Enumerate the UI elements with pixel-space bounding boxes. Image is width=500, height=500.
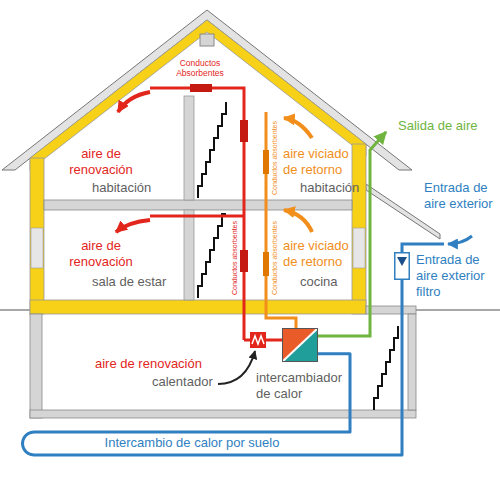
component-name-box: calentador <box>152 374 213 390</box>
room-name-box: habitación <box>92 180 151 196</box>
supply-arrow <box>118 92 150 112</box>
leader-arrow <box>218 351 255 384</box>
return-air-label-box: aire viciado de retorno <box>283 238 351 270</box>
node-shape <box>394 252 410 280</box>
heater-body <box>250 332 266 348</box>
warm-side <box>282 328 318 362</box>
return-arrow <box>284 210 312 232</box>
stairs <box>198 102 226 198</box>
node-shape <box>282 328 318 362</box>
room-name: sala de estar <box>92 274 166 290</box>
filter-element <box>397 257 407 266</box>
duct-note: Conductos absorbentes <box>271 121 279 195</box>
duct-note-box: Conductos absorbentes <box>271 121 279 195</box>
wall-insulation <box>352 144 366 314</box>
return-arrow <box>284 118 312 138</box>
filter-outline <box>395 253 410 280</box>
duct-note-box: Conductos absorbentes <box>271 221 279 295</box>
exchanger-divider <box>282 328 318 362</box>
supply-air-label: aire de renovación <box>95 356 202 372</box>
room-name: habitación <box>300 180 359 196</box>
return-duct <box>266 112 296 328</box>
duct-absorber <box>263 252 269 276</box>
intake-duct <box>402 244 444 252</box>
component-name: calentador <box>152 374 213 390</box>
supply-arrow <box>116 220 150 232</box>
column <box>184 96 194 200</box>
supply-air-label: aire de renovación <box>60 238 142 270</box>
room-name-box: cocina <box>300 274 338 290</box>
intake-label: Entrada de aire exterior <box>424 180 496 212</box>
heat-exchanger: intercambiador de calor <box>282 328 318 362</box>
supply-duct <box>150 88 244 340</box>
duct-note-box: Conductos absorbentes <box>231 221 239 295</box>
duct-absorber <box>263 150 269 174</box>
column <box>184 210 194 300</box>
duct-absorber <box>240 120 248 142</box>
duct-absorber <box>190 84 212 92</box>
room-name: habitación <box>92 180 151 196</box>
roof-vent <box>200 34 214 46</box>
node-label: intercambiador de calor <box>256 370 346 402</box>
exchanger-outline <box>283 329 318 362</box>
duct-note: Conductos absorbentes <box>231 221 239 295</box>
exhaust-label-box: Salida de aire <box>398 118 478 134</box>
roof <box>2 10 412 170</box>
stairs <box>198 214 226 298</box>
duct-note: Conductos Absorbentes <box>170 58 230 78</box>
supply-air-label-box: aire de renovación <box>60 238 142 270</box>
exhaust-label: Salida de aire <box>398 118 478 134</box>
room-name-box: habitación <box>300 180 359 196</box>
room-name-box: sala de estar <box>92 274 166 290</box>
return-air-label: aire viciado de retorno <box>283 238 351 270</box>
supply-air-label-box: aire de renovación <box>60 146 142 178</box>
room-name: cocina <box>300 274 338 290</box>
supply-air-label-box: aire de renovación <box>95 356 202 372</box>
basement-floor <box>30 410 416 418</box>
supply-air-label: aire de renovación <box>60 146 142 178</box>
node-label: Entrada de aire exterior filtro <box>416 252 490 300</box>
filter-box: Entrada de aire exterior filtro <box>394 252 410 280</box>
floor-slab <box>366 306 416 314</box>
floor-slab <box>44 200 352 210</box>
return-air-label-box: aire viciado de retorno <box>283 146 351 178</box>
loop-label: Intercambio de calor por suelo <box>92 436 292 450</box>
duct-absorber <box>240 250 248 272</box>
duct-note-box: Conductos Absorbentes <box>170 58 230 78</box>
heater-symbol <box>250 332 266 348</box>
basement-wall <box>408 314 416 410</box>
loop-label-box: Intercambio de calor por suelo <box>92 436 292 450</box>
wall-insulation <box>30 158 44 314</box>
intake-label-box: Entrada de aire exterior <box>424 180 496 212</box>
window <box>353 228 365 268</box>
heater-coil <box>252 336 264 344</box>
window <box>31 228 43 268</box>
return-air-label: aire viciado de retorno <box>283 146 351 178</box>
ground-loop-pipe <box>23 280 403 455</box>
floor-insulation <box>30 300 366 314</box>
basement-wall <box>30 314 42 418</box>
cool-side <box>282 328 318 362</box>
supply-duct <box>150 215 244 218</box>
intake-arrow <box>448 236 472 244</box>
stairs <box>374 326 398 410</box>
duct-note: Conductos absorbentes <box>271 221 279 295</box>
